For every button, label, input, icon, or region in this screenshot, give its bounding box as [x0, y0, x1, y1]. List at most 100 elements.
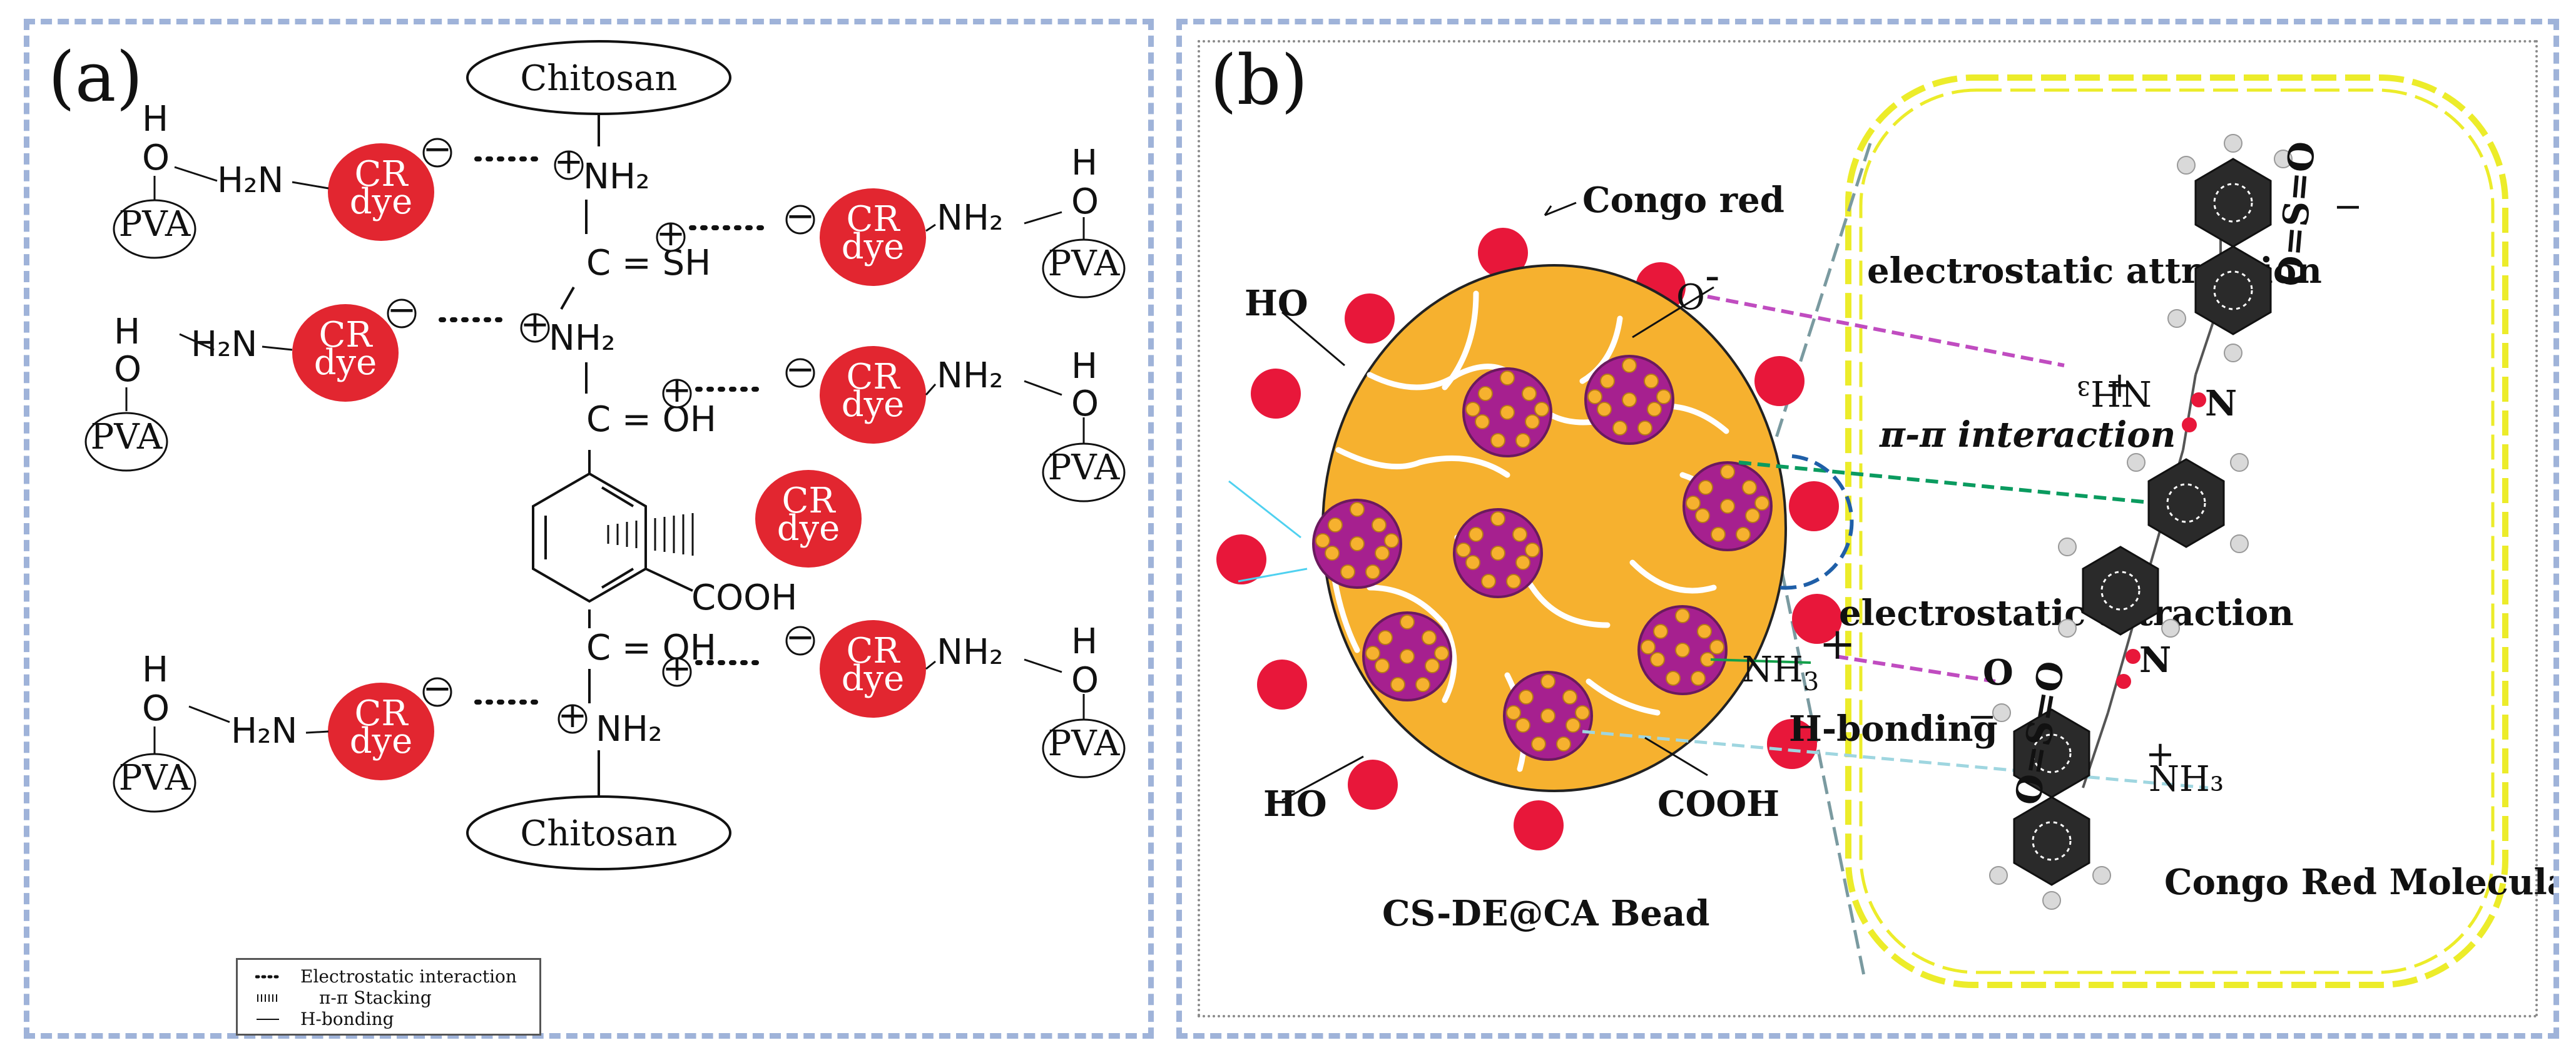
hydrogen-atoms: [1989, 134, 2293, 910]
svg-text:dye: dye: [350, 721, 413, 762]
c-sh: C = SH: [586, 243, 711, 283]
cluster-dot: [1375, 658, 1390, 673]
bead-title: CS-DE@CA Bead: [1382, 893, 1709, 934]
cluster-dot: [1720, 499, 1735, 514]
cluster-dot: [1365, 564, 1380, 579]
plus-charges: [520, 150, 692, 734]
legend-stacking: π-π Stacking: [238, 987, 539, 1009]
electrostatic-line-1: [1707, 295, 2065, 367]
svg-text:H: H: [114, 312, 140, 352]
cluster-dot: [1754, 496, 1769, 511]
legend-dots-key: [255, 975, 280, 979]
pi-stacking-hatch: [607, 513, 694, 556]
cluster-dot: [1745, 508, 1760, 523]
svg-text:NH₂: NH₂: [937, 198, 1003, 238]
svg-text:−: −: [786, 617, 815, 658]
cluster-dot: [1328, 517, 1343, 533]
cluster-dot: [1375, 546, 1390, 561]
panel-a-tag: (a): [48, 37, 143, 117]
cluster-dot: [1622, 358, 1637, 373]
azo-n-bottom: N: [2139, 640, 2171, 681]
nh3-molecule-bottom: NH₃: [2149, 759, 2224, 800]
o-minus-label: O-: [1676, 250, 1720, 318]
right-pva-ellipses: [1042, 238, 1126, 778]
cluster-dot: [1587, 389, 1602, 404]
cluster-dot: [1378, 630, 1393, 645]
plus-signs: ++ ++ ++: [521, 141, 692, 736]
cluster-dot: [1425, 658, 1440, 673]
cooh-a: COOH: [691, 578, 797, 618]
electrostatic-line-2: [1835, 655, 1996, 683]
nh2-mid: NH₂: [549, 318, 615, 359]
label-pointers: [1281, 201, 1714, 802]
svg-text:CR: CR: [781, 481, 836, 521]
svg-text:NH₂: NH₂: [937, 632, 1003, 673]
congo-red-molecule: N N O=S=O − O=S=O O − NH₃ + NH₃ +: [1967, 134, 2363, 910]
cluster-dot: [1647, 402, 1662, 417]
grey-dash-lower: [1774, 543, 1866, 976]
cluster-dot: [1540, 708, 1555, 723]
molecule-dashed-box: [1845, 74, 2508, 988]
cluster-dot: [1597, 402, 1612, 417]
panel-b-tag: (b): [1210, 40, 1308, 120]
cluster-dot: [1490, 433, 1505, 448]
right-pva-labels: PVA PVA PVA: [1048, 243, 1120, 764]
chitosan-top-label: Chitosan: [520, 58, 677, 99]
cluster-dot: [1519, 690, 1534, 705]
svg-text:−: −: [423, 668, 452, 709]
cluster-dot: [1365, 646, 1380, 661]
cluster-dot: [1697, 624, 1712, 639]
cluster-dot: [1522, 386, 1537, 401]
o-minus-small: O: [1983, 652, 2013, 693]
panel-a-diagram: Chitosan Chitosan NH₂ C = SH NH₂ C = OH …: [84, 40, 1126, 870]
cluster-dot: [1641, 640, 1656, 655]
cluster-dot: [1612, 420, 1627, 436]
svg-text:dye: dye: [842, 227, 905, 267]
svg-text:PVA: PVA: [1048, 723, 1120, 764]
chitosan-bottom-label: Chitosan: [520, 813, 677, 854]
svg-text:H: H: [142, 99, 168, 140]
svg-text:+: +: [663, 648, 692, 689]
cr-dye-circles: [292, 143, 926, 780]
azo-n-top: N: [2205, 383, 2237, 424]
pipi-label: π-π interaction: [1879, 414, 2176, 456]
cluster-dot: [1565, 718, 1581, 733]
cluster-dot: [1600, 374, 1615, 389]
svg-text:H₂N: H₂N: [191, 324, 257, 365]
svg-text:O: O: [1071, 384, 1099, 424]
cluster-dot: [1515, 718, 1530, 733]
amine-dye-bonds: [262, 181, 937, 734]
svg-text:H: H: [1071, 346, 1097, 387]
svg-text:+: +: [554, 141, 584, 182]
svg-text:PVA: PVA: [119, 758, 191, 798]
svg-text:O: O: [114, 349, 141, 390]
cluster-dot: [1675, 643, 1690, 658]
cluster-dot: [1742, 480, 1757, 495]
cluster-dots: [1315, 358, 1769, 752]
cluster-dot: [1556, 736, 1571, 752]
svg-text:+: +: [521, 304, 550, 345]
legend-hbond: H-bonding: [238, 1009, 539, 1030]
svg-text:−: −: [387, 290, 417, 330]
backbone-bonds: [532, 114, 693, 797]
svg-text:H: H: [1071, 143, 1097, 183]
cluster-dot: [1506, 574, 1521, 589]
left-pva-labels: PVA PVA PVA: [91, 204, 191, 798]
svg-text:dye: dye: [350, 181, 413, 222]
legend-hatch-key: [257, 994, 277, 1002]
cluster-dot: [1562, 690, 1577, 705]
cluster-dot: [1709, 640, 1724, 655]
so3-top-minus: −: [2333, 186, 2363, 227]
molecule-rings: [2013, 158, 2272, 886]
cluster-dot: [1736, 527, 1751, 542]
electrostatic-dots: [439, 156, 765, 705]
pipi-line: [1738, 461, 2221, 511]
cluster-dot: [1695, 508, 1710, 523]
aromatic-rings: [2032, 183, 2253, 861]
nh3-top-plus: +: [2105, 365, 2134, 405]
c-oh-lower: C = OH: [586, 628, 716, 668]
panel-b-inner-frame: [1198, 40, 2538, 1017]
cluster-dot: [1400, 649, 1415, 664]
c-oh-upper: C = OH: [586, 399, 716, 440]
